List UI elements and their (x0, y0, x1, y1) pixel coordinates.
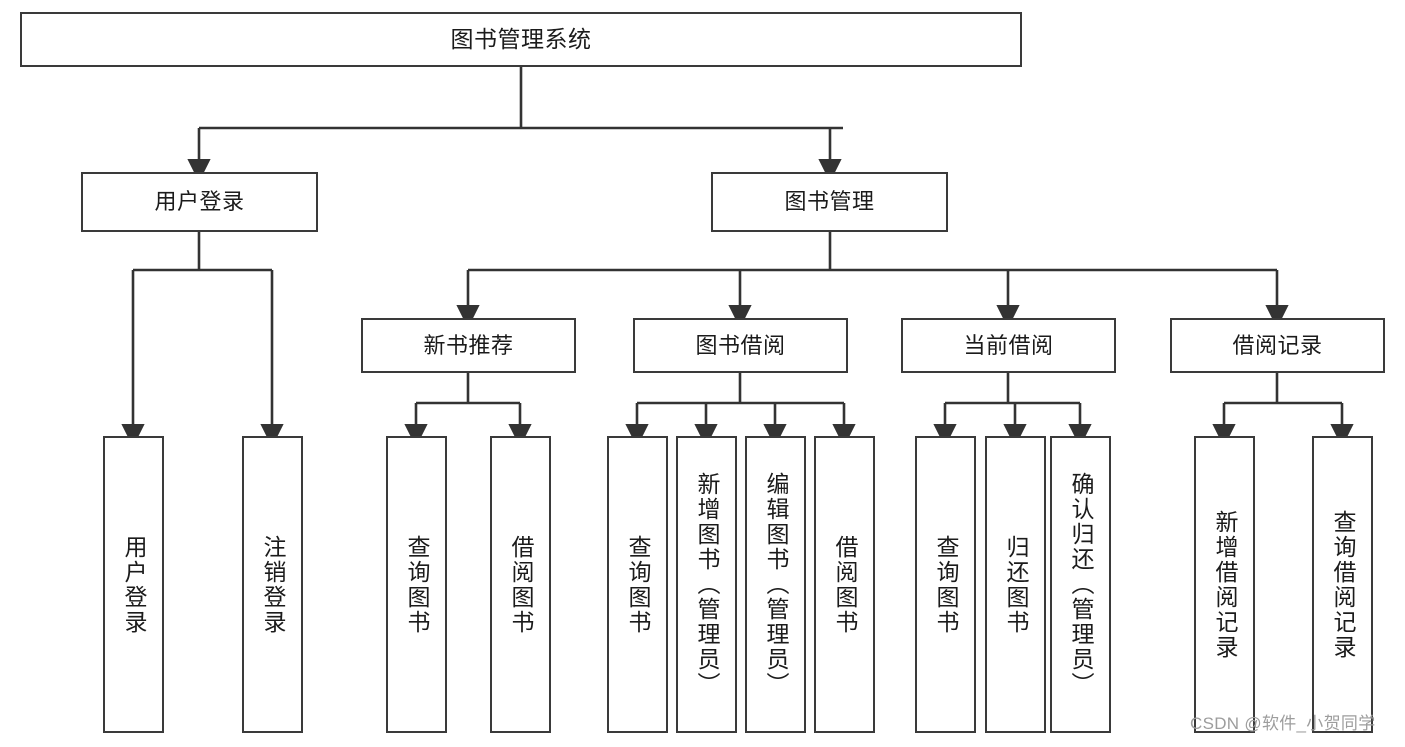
node-label: 归还图书 (1003, 534, 1029, 635)
leaf-add-book-admin[interactable]: 新增图书（管理员） (676, 436, 737, 733)
node-label: 借阅图书 (832, 534, 858, 635)
node-user-login[interactable]: 用户登录 (81, 172, 318, 232)
node-label: 查询图书 (933, 534, 959, 635)
leaf-confirm-return-admin[interactable]: 确认归还（管理员） (1050, 436, 1111, 733)
node-book-borrowing[interactable]: 图书借阅 (633, 318, 848, 373)
leaf-query-book-borrow[interactable]: 查询图书 (607, 436, 668, 733)
leaf-edit-book-admin[interactable]: 编辑图书（管理员） (745, 436, 806, 733)
node-borrowing-record[interactable]: 借阅记录 (1170, 318, 1385, 373)
node-label: 图书借阅 (695, 332, 786, 358)
node-new-book-recommendation[interactable]: 新书推荐 (361, 318, 576, 373)
leaf-add-borrow-record[interactable]: 新增借阅记录 (1194, 436, 1255, 733)
node-root-book-management-system[interactable]: 图书管理系统 (20, 12, 1022, 67)
node-label: 当前借阅 (963, 332, 1054, 358)
leaf-query-book-new-rec[interactable]: 查询图书 (386, 436, 447, 733)
node-label: 查询图书 (625, 534, 651, 635)
leaf-query-book-current[interactable]: 查询图书 (915, 436, 976, 733)
node-book-management[interactable]: 图书管理 (711, 172, 948, 232)
node-label: 借阅记录 (1232, 332, 1323, 358)
node-label: 确认归还（管理员） (1068, 472, 1094, 697)
leaf-return-book[interactable]: 归还图书 (985, 436, 1046, 733)
node-label: 查询借阅记录 (1330, 509, 1356, 660)
node-label: 图书管理 (784, 189, 875, 215)
node-label: 查询图书 (404, 534, 430, 635)
node-label: 注销登录 (260, 534, 286, 635)
node-label: 新增借阅记录 (1212, 509, 1238, 660)
node-label: 用户登录 (154, 189, 245, 215)
leaf-borrow-book[interactable]: 借阅图书 (814, 436, 875, 733)
node-current-borrowing[interactable]: 当前借阅 (901, 318, 1116, 373)
node-label: 图书管理系统 (450, 25, 592, 52)
node-label: 新书推荐 (423, 332, 514, 358)
node-label: 用户登录 (121, 534, 147, 635)
leaf-user-logout[interactable]: 注销登录 (242, 436, 303, 733)
node-label: 编辑图书（管理员） (763, 472, 789, 697)
node-label: 新增图书（管理员） (694, 472, 720, 697)
leaf-user-login[interactable]: 用户登录 (103, 436, 164, 733)
node-label: 借阅图书 (508, 534, 534, 635)
leaf-query-borrow-record[interactable]: 查询借阅记录 (1312, 436, 1373, 733)
csdn-watermark: CSDN @软件_小贺同学 (1190, 714, 1376, 733)
leaf-borrow-book-new-rec[interactable]: 借阅图书 (490, 436, 551, 733)
